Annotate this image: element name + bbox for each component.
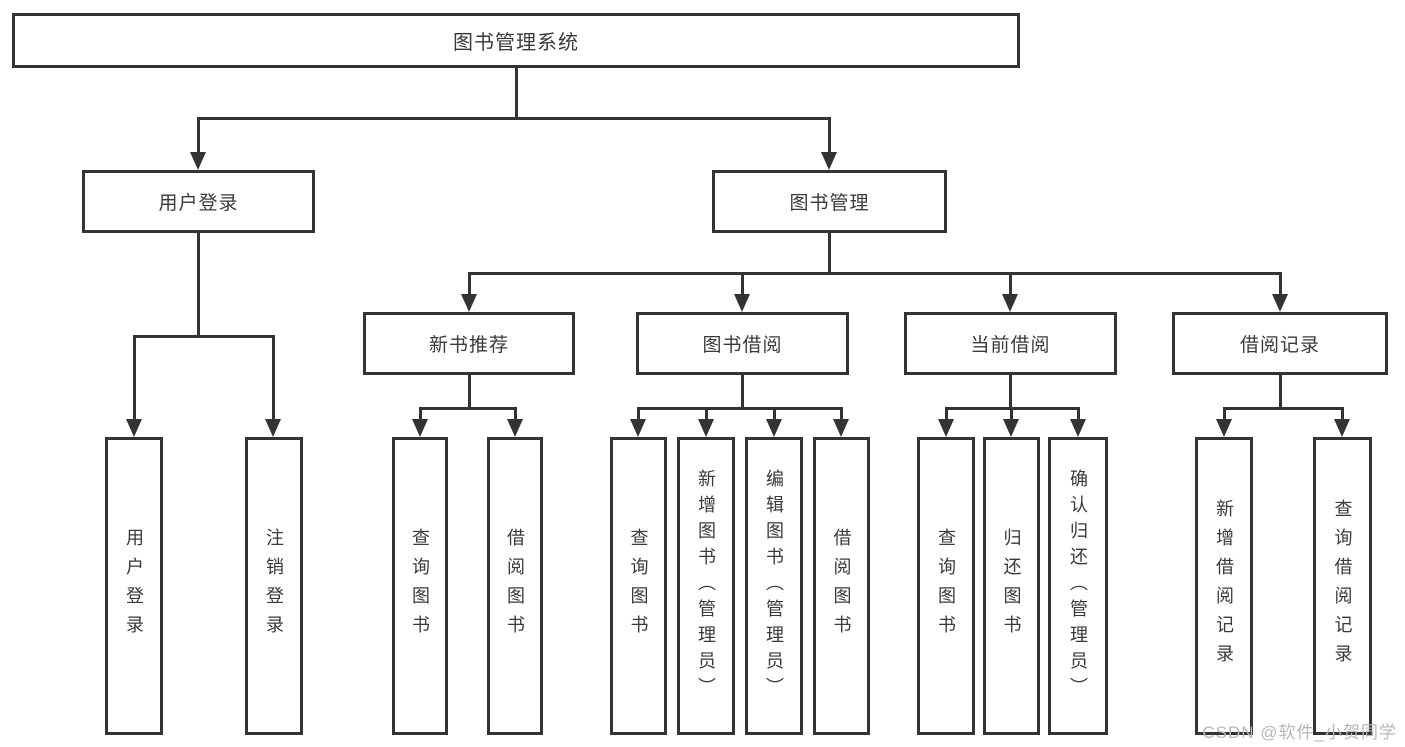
leaf-return-books: 归还图书	[983, 437, 1040, 735]
arrow-down-icon	[1334, 419, 1350, 437]
leaf-query-books-borrowing: 查询图书	[610, 437, 667, 735]
connector-line	[272, 335, 275, 419]
connector-line	[468, 272, 471, 294]
connector-line	[705, 407, 708, 419]
connector-line	[741, 375, 744, 407]
node-label: 新书推荐	[428, 335, 509, 356]
leaf-label: 查询图书	[410, 528, 430, 644]
connector-line	[741, 272, 744, 294]
connector-line	[1077, 407, 1080, 419]
leaf-label: 查询图书	[628, 528, 649, 644]
leaf-logout: 注销登录	[245, 437, 303, 735]
connector-line	[197, 233, 200, 335]
connector-line	[515, 68, 518, 117]
node-new-book-recommendation: 新书推荐	[363, 312, 575, 375]
node-borrowing-records: 借阅记录	[1172, 312, 1388, 375]
node-label: 图书管理系统	[453, 32, 579, 54]
connector-line	[828, 117, 831, 154]
node-label: 用户登录	[158, 193, 239, 214]
leaf-confirm-return-admin: 确认归还（管理员）	[1048, 437, 1108, 735]
connector-line	[828, 233, 831, 272]
arrow-down-icon	[1070, 419, 1086, 437]
connector-line	[133, 335, 136, 419]
connector-line	[1341, 407, 1344, 419]
leaf-label: 借阅图书	[831, 528, 852, 644]
leaf-edit-books-admin: 编辑图书（管理员）	[745, 437, 803, 735]
arrow-down-icon	[734, 294, 750, 312]
connector-line	[514, 407, 517, 419]
leaf-user-login: 用户登录	[105, 437, 163, 735]
leaf-borrow-books-borrowing: 借阅图书	[813, 437, 870, 735]
connector-line	[1009, 375, 1012, 407]
csdn-watermark: CSDN @软件_小贺同学	[1202, 723, 1397, 742]
node-label: 图书管理	[789, 193, 870, 214]
node-book-borrowing: 图书借阅	[636, 312, 849, 375]
arrow-down-icon	[412, 419, 428, 437]
node-library-management-system: 图书管理系统	[12, 13, 1020, 68]
leaf-label: 新增借阅记录	[1214, 499, 1234, 673]
arrow-down-icon	[1272, 294, 1288, 312]
connector-line	[1010, 407, 1013, 419]
connector-line	[1279, 272, 1282, 294]
node-label: 借阅记录	[1239, 335, 1320, 356]
leaf-label: 新增图书（管理员）	[696, 469, 716, 703]
connector-line	[945, 407, 948, 419]
arrow-down-icon	[1002, 294, 1018, 312]
leaf-query-books-current: 查询图书	[917, 437, 975, 735]
node-book-management: 图书管理	[712, 170, 947, 233]
arrow-down-icon	[1216, 419, 1232, 437]
leaf-label: 编辑图书（管理员）	[764, 469, 784, 703]
leaf-label: 确认归还（管理员）	[1068, 469, 1088, 703]
arrow-down-icon	[698, 419, 714, 437]
leaf-add-books-admin: 新增图书（管理员）	[677, 437, 735, 735]
arrow-down-icon	[766, 419, 782, 437]
leaf-query-books-recommend: 查询图书	[392, 437, 448, 735]
connector-line	[419, 407, 422, 419]
connector-line	[1279, 375, 1282, 407]
node-label: 图书借阅	[702, 335, 783, 356]
arrow-down-icon	[126, 419, 142, 437]
arrow-down-icon	[1003, 419, 1019, 437]
connector-line	[468, 375, 471, 407]
connector-line	[1223, 407, 1343, 410]
connector-line	[773, 407, 776, 419]
connector-line	[637, 407, 842, 410]
connector-line	[1223, 407, 1226, 419]
node-user-login: 用户登录	[82, 170, 315, 233]
connector-line	[133, 335, 275, 338]
arrow-down-icon	[630, 419, 646, 437]
leaf-label: 查询借阅记录	[1332, 499, 1353, 673]
arrow-down-icon	[461, 294, 477, 312]
connector-line	[637, 407, 640, 419]
connector-line	[468, 272, 1281, 275]
arrow-down-icon	[938, 419, 954, 437]
node-current-borrowing: 当前借阅	[904, 312, 1117, 375]
leaf-add-borrow-record: 新增借阅记录	[1195, 437, 1253, 735]
arrow-down-icon	[265, 419, 281, 437]
leaf-label: 归还图书	[1001, 528, 1022, 644]
connector-line	[419, 407, 516, 410]
arrow-down-icon	[833, 419, 849, 437]
leaf-label: 注销登录	[264, 528, 284, 644]
connector-line	[197, 117, 200, 154]
connector-line	[1009, 272, 1012, 294]
leaf-label: 查询图书	[936, 528, 956, 644]
leaf-label: 用户登录	[124, 528, 144, 644]
leaf-borrow-books-recommend: 借阅图书	[487, 437, 543, 735]
arrow-down-icon	[821, 152, 837, 170]
connector-line	[840, 407, 843, 419]
arrow-down-icon	[507, 419, 523, 437]
connector-line	[197, 117, 831, 120]
node-label: 当前借阅	[970, 335, 1051, 356]
arrow-down-icon	[190, 152, 206, 170]
leaf-label: 借阅图书	[505, 528, 525, 644]
leaf-query-borrow-record: 查询借阅记录	[1313, 437, 1372, 735]
